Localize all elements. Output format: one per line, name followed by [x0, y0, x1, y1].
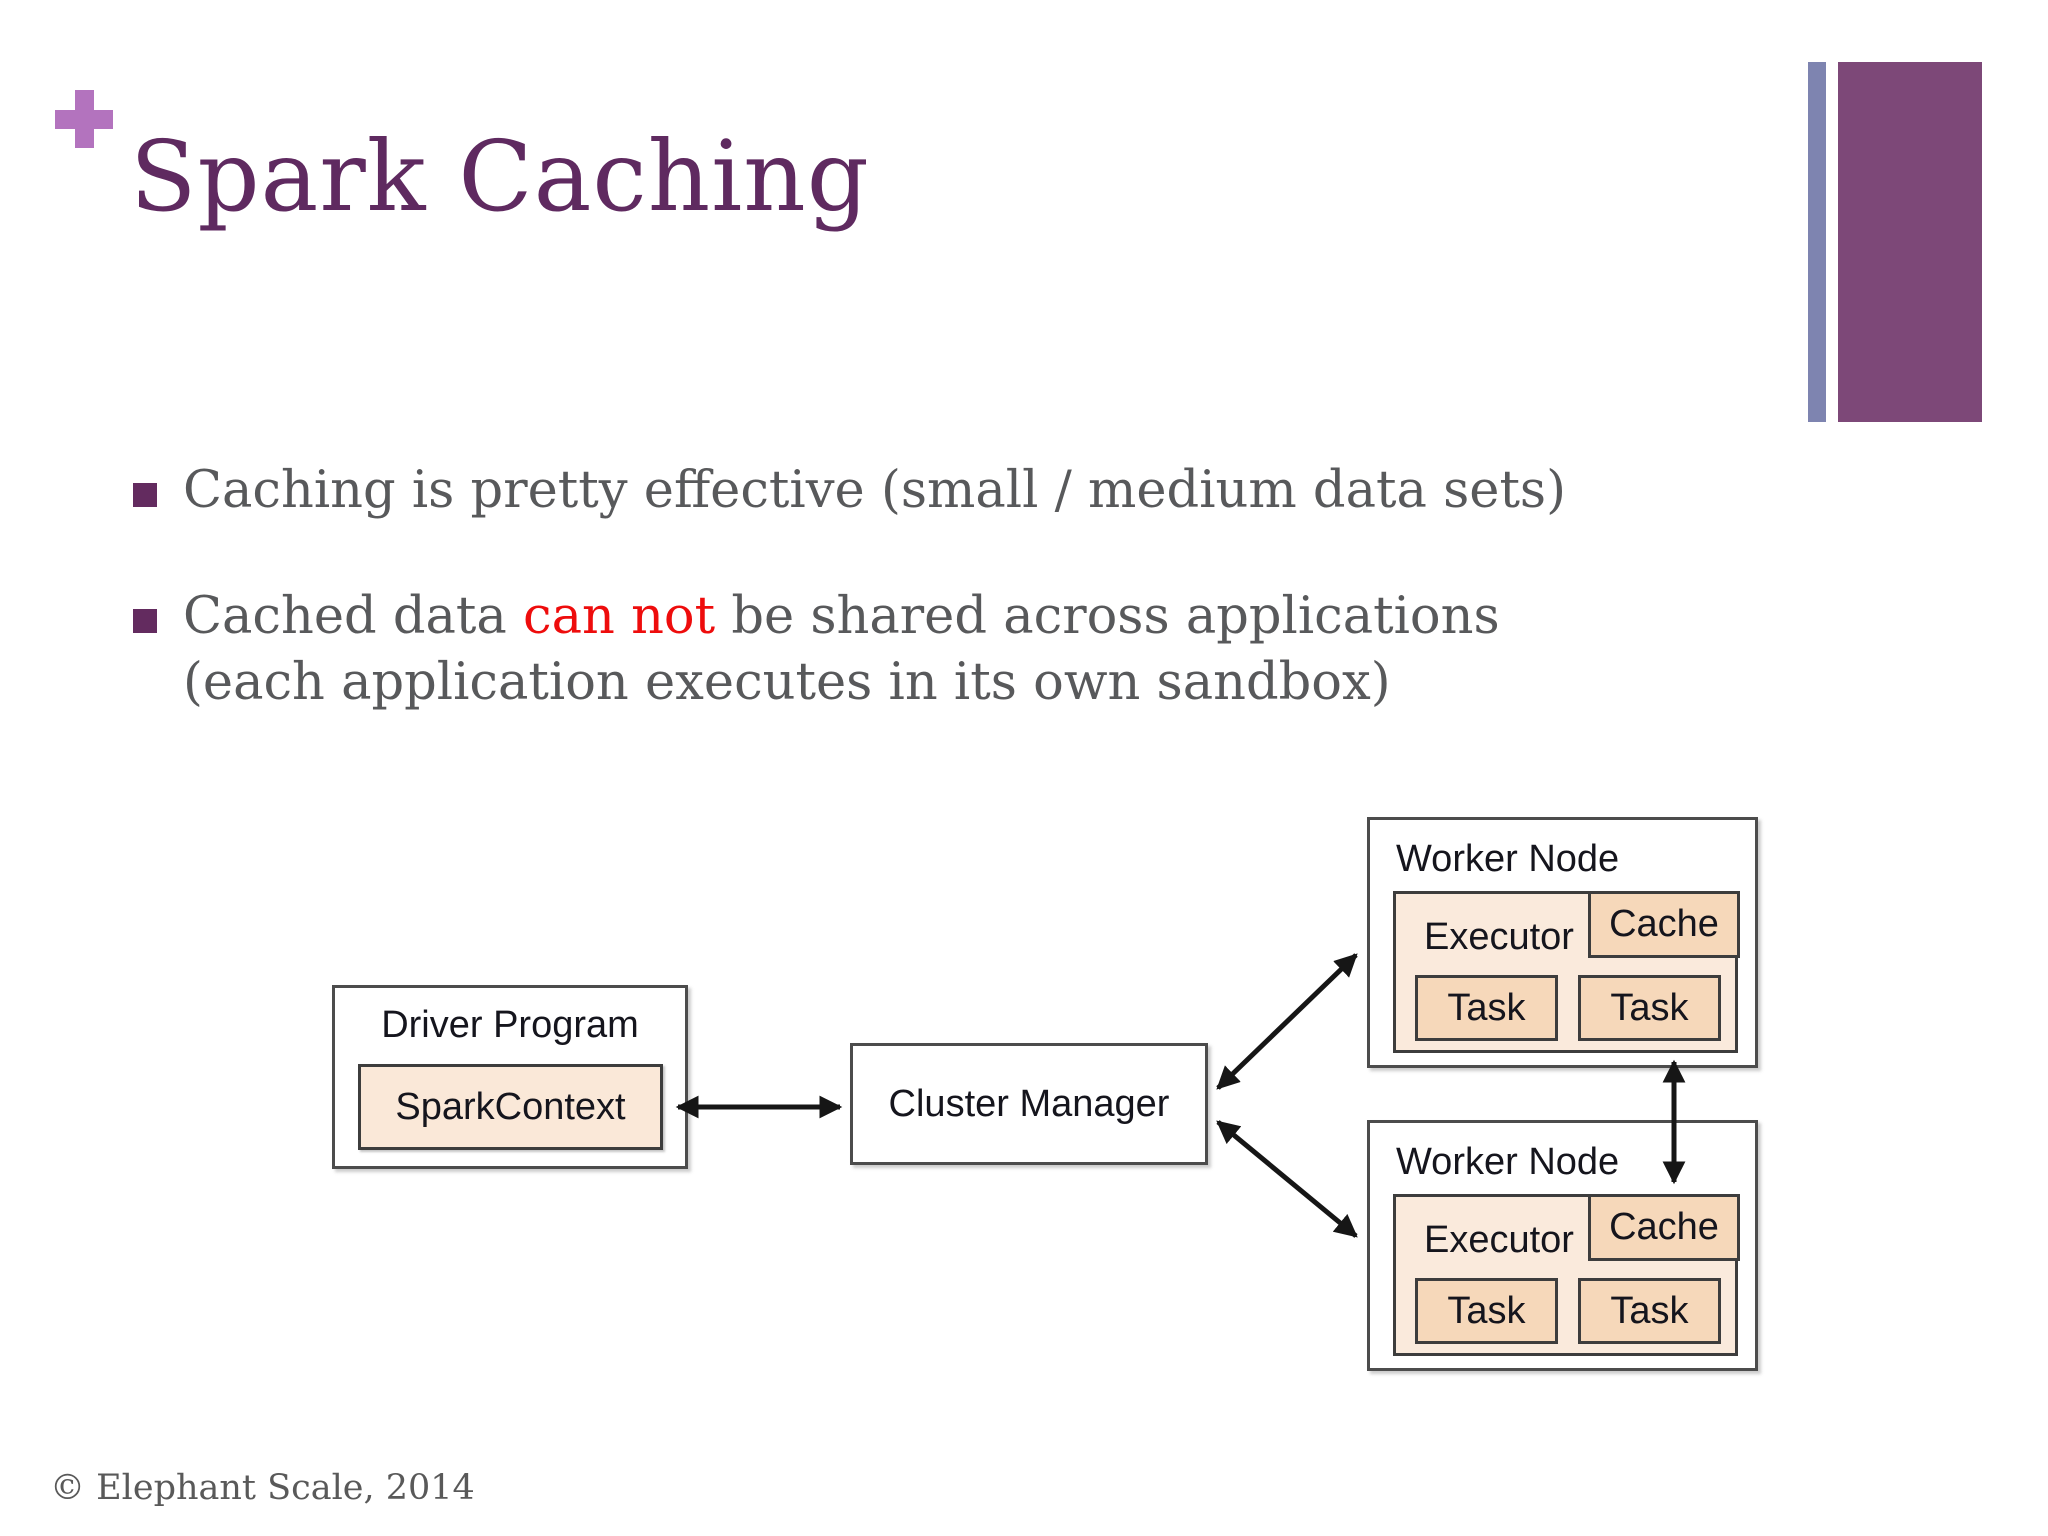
bullet-square — [133, 483, 157, 507]
worker-node-2-box: Worker Node Executor Cache Task Task — [1367, 1120, 1758, 1371]
worker-node-2-task-box: Task — [1578, 1278, 1721, 1344]
plus-icon — [55, 90, 113, 148]
worker-node-2-task-box: Task — [1415, 1278, 1558, 1344]
arrow-clustermanager-worker2 — [1216, 1120, 1358, 1238]
driver-program-label: Driver Program — [381, 1004, 639, 1046]
worker-node-1-executor-label: Executor — [1424, 916, 1574, 958]
arrow-clustermanager-worker1 — [1216, 953, 1358, 1090]
bullet-2-line1-post: be shared across applications — [715, 587, 1500, 646]
accent-bar-wide — [1838, 62, 1982, 422]
bullet-1-text: Caching is pretty effective (small / med… — [183, 461, 1567, 520]
bullet-2-line1-pre: Cached data — [183, 587, 524, 646]
slide-title: Spark Caching — [130, 120, 870, 233]
bullet-2: Cached data can not be shared across app… — [183, 584, 1500, 716]
driver-program-box: Driver Program SparkContext — [332, 985, 688, 1169]
bullet-square — [133, 609, 157, 633]
worker-node-1-box: Worker Node Executor Cache Task Task — [1367, 817, 1758, 1068]
accent-bar-thin — [1808, 62, 1826, 422]
cluster-manager-box: Cluster Manager — [850, 1043, 1208, 1165]
cluster-manager-label: Cluster Manager — [888, 1082, 1170, 1125]
copyright-footer: © Elephant Scale, 2014 — [50, 1468, 475, 1508]
sparkcontext-box: SparkContext — [358, 1064, 663, 1150]
worker-node-1-label: Worker Node — [1396, 838, 1620, 880]
sparkcontext-label: SparkContext — [395, 1085, 626, 1128]
worker-node-2-cache-label: Cache — [1609, 1206, 1719, 1248]
worker-node-1-cache-label: Cache — [1609, 903, 1719, 945]
worker-node-1-task-1-label: Task — [1447, 986, 1526, 1029]
bullet-2-highlight-red: can not — [523, 587, 716, 646]
worker-node-1-task-2-label: Task — [1610, 986, 1689, 1029]
worker-node-2-task-1-label: Task — [1447, 1289, 1526, 1332]
worker-node-1-task-box: Task — [1415, 975, 1558, 1041]
bullet-2-line2: (each application executes in its own sa… — [183, 653, 1391, 712]
plus-icon-horizontal-bar — [55, 110, 113, 129]
worker-node-2-cache-box: Cache — [1588, 1194, 1740, 1261]
worker-node-1-cache-box: Cache — [1588, 891, 1740, 958]
worker-node-2-label: Worker Node — [1396, 1141, 1620, 1183]
bullet-1: Caching is pretty effective (small / med… — [183, 458, 1566, 524]
worker-node-2-task-2-label: Task — [1610, 1289, 1689, 1332]
worker-node-2-executor-label: Executor — [1424, 1219, 1574, 1261]
worker-node-1-task-box: Task — [1578, 975, 1721, 1041]
